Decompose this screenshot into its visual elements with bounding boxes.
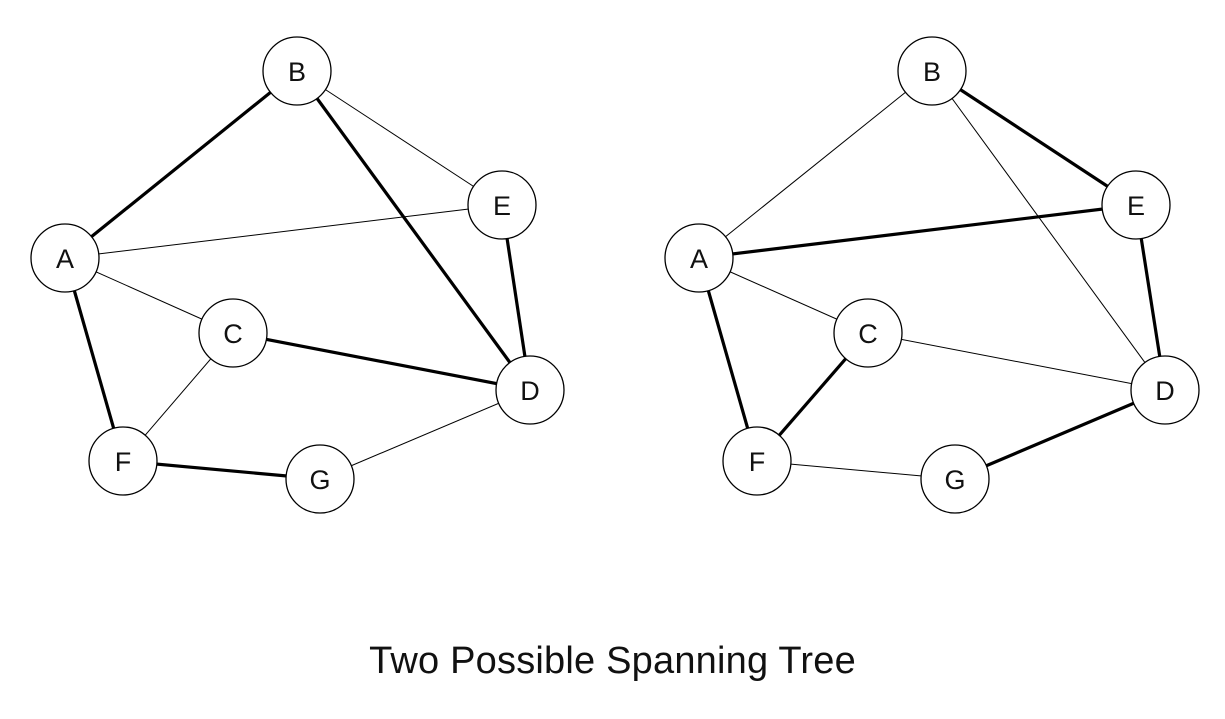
node-label: G <box>309 465 330 495</box>
node-b: B <box>262 36 332 106</box>
node-circle <box>920 444 990 514</box>
edge-tree-b-d <box>295 70 532 391</box>
diagram-caption: Two Possible Spanning Tree <box>369 640 856 682</box>
node-circle <box>198 298 268 368</box>
node-g: G <box>920 444 990 514</box>
node-label: B <box>923 57 941 87</box>
edge-tree-a-f <box>63 257 125 462</box>
node-label: F <box>749 447 766 477</box>
node-d: D <box>495 355 565 425</box>
node-circle <box>1130 355 1200 425</box>
node-label: A <box>56 244 74 274</box>
node-circle <box>30 223 100 293</box>
node-f: F <box>88 426 158 496</box>
node-circle <box>285 444 355 514</box>
node-label: F <box>115 447 132 477</box>
edge-tree-b-e <box>931 69 1137 207</box>
node-label: B <box>288 57 306 87</box>
node-e: E <box>1101 170 1171 240</box>
node-c: C <box>833 298 903 368</box>
node-circle <box>833 298 903 368</box>
node-circle <box>467 170 537 240</box>
node-d: D <box>1130 355 1200 425</box>
edge-non-tree-b-d <box>931 70 1166 391</box>
edge-tree-a-f <box>697 257 759 462</box>
edge-non-tree-a-e <box>64 204 503 259</box>
node-b: B <box>897 36 967 106</box>
edge-tree-a-e <box>698 203 1137 260</box>
edge-non-tree-g-d <box>319 389 531 480</box>
node-label: D <box>520 376 540 406</box>
edge-tree-c-d <box>232 331 531 392</box>
edge-tree-g-d <box>954 388 1166 481</box>
node-e: E <box>467 170 537 240</box>
graph-left: A B C D E F G <box>30 36 565 514</box>
node-circle <box>722 426 792 496</box>
node-circle <box>262 36 332 106</box>
node-circle <box>88 426 158 496</box>
edge-non-tree-b-e <box>296 70 503 206</box>
node-label: C <box>858 319 878 349</box>
node-f: F <box>722 426 792 496</box>
node-label: D <box>1155 376 1175 406</box>
node-circle <box>897 36 967 106</box>
node-c: C <box>198 298 268 368</box>
edge-non-tree-a-b <box>698 70 933 259</box>
node-circle <box>495 355 565 425</box>
node-g: G <box>285 444 355 514</box>
node-a: A <box>30 223 100 293</box>
node-circle <box>664 223 734 293</box>
node-circle <box>1101 170 1171 240</box>
edge-non-tree-c-d <box>867 332 1166 391</box>
node-label: E <box>1127 191 1145 221</box>
node-a: A <box>664 223 734 293</box>
edge-tree-a-b <box>63 69 299 260</box>
node-label: A <box>690 244 708 274</box>
node-label: E <box>493 191 511 221</box>
graph-right: A B C D E F G <box>664 36 1200 514</box>
node-label: G <box>944 465 965 495</box>
node-label: C <box>223 319 243 349</box>
